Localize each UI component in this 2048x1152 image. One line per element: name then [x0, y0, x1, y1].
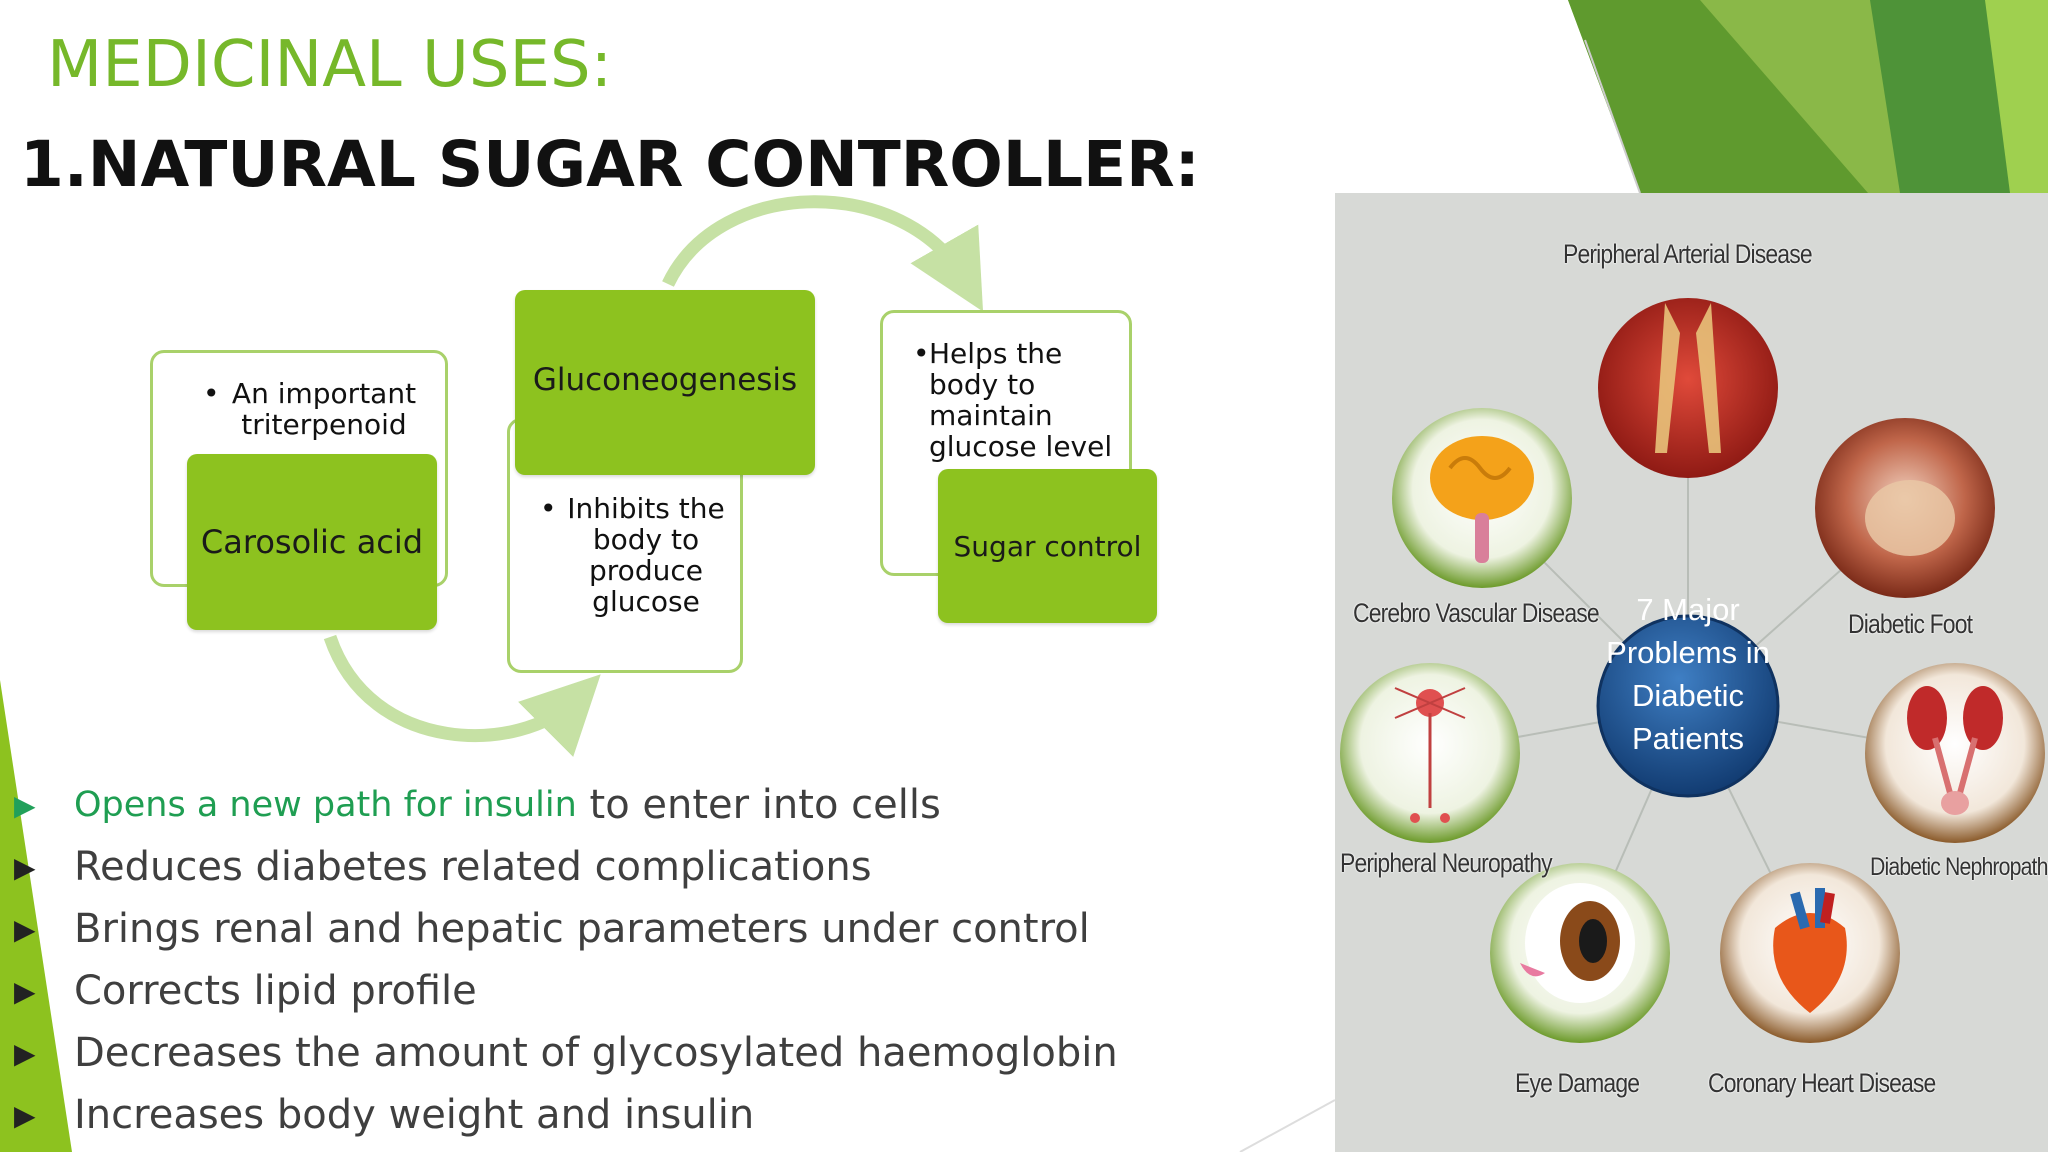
- label-diabetic-foot: Diabetic Foot: [1848, 609, 1973, 639]
- step3-box: Sugar control: [938, 469, 1157, 623]
- center-circle: [1596, 614, 1780, 798]
- step1-box: Carosolic acid: [187, 454, 437, 630]
- heart-icon: [1720, 863, 1900, 1043]
- list-item: ▶ Reduces diabetes related complications: [14, 836, 872, 898]
- label-coronary-heart: Coronary Heart Disease: [1708, 1068, 1936, 1098]
- list-item: ▶ Opens a new path for insulin to enter …: [14, 774, 941, 836]
- step3-note: Helps the body to maintain glucose level: [929, 337, 1113, 463]
- list-item: ▶ Increases body weight and insulin: [14, 1084, 754, 1146]
- arrow-top: [662, 195, 984, 312]
- center-line-4: Patients: [1631, 721, 1744, 756]
- slide-heading: MEDICINAL USES:: [47, 28, 613, 102]
- list-item: ▶ Corrects lipid profile: [14, 960, 477, 1022]
- center-text: 7 Major Problems in Diabetic Patients: [1598, 588, 1778, 760]
- bullet-marker: ▶: [14, 850, 36, 884]
- label-cerebro-vascular: Cerebro Vascular Disease: [1353, 598, 1600, 628]
- step3-label: Sugar control: [953, 529, 1142, 563]
- center-line-3: Diabetic: [1632, 678, 1744, 713]
- slide-subheading: 1.NATURAL SUGAR CONTROLLER:: [20, 128, 1200, 201]
- label-peripheral-arterial: Peripheral Arterial Disease: [1563, 239, 1813, 269]
- neuron-icon: [1340, 663, 1520, 843]
- legs-icon: [1598, 298, 1778, 478]
- bullet-marker: ▶: [14, 1098, 36, 1132]
- infographic-art: [1340, 298, 2045, 1043]
- label-diabetic-nephropathy: Diabetic Nephropathy: [1870, 853, 2048, 881]
- bullet-marker: ▶: [14, 974, 36, 1008]
- foot-icon: [1815, 418, 1995, 598]
- list-item-highlight: Opens a new path for insulin: [74, 785, 577, 825]
- step2-note: Inhibits the body to produce glucose: [567, 492, 725, 618]
- label-peripheral-neuropathy: Peripheral Neuropathy: [1340, 848, 1553, 878]
- list-item-text: Brings renal and hepatic parameters unde…: [74, 906, 1090, 952]
- step1-note: An important triterpenoid: [231, 377, 417, 441]
- step2-box: Gluconeogenesis: [515, 290, 815, 475]
- kidney-icon: [1865, 663, 2045, 843]
- list-item-text: Corrects lipid profile: [74, 968, 477, 1014]
- center-line-1: 7 Major: [1636, 592, 1740, 627]
- list-item: ▶ Brings renal and hepatic parameters un…: [14, 898, 1090, 960]
- list-item-text: to enter into cells: [576, 782, 941, 828]
- list-item: ▶ Decreases the amount of glycosylated h…: [14, 1022, 1118, 1084]
- center-line-2: Problems in: [1606, 635, 1770, 670]
- brain-icon: [1392, 408, 1572, 588]
- bullet-marker: ▶: [14, 1036, 36, 1070]
- list-item-text: Decreases the amount of glycosylated hae…: [74, 1030, 1118, 1076]
- bullet-marker: ▶: [14, 788, 36, 822]
- step2-label: Gluconeogenesis: [532, 362, 798, 398]
- list-item-text: Increases body weight and insulin: [74, 1092, 755, 1138]
- label-eye-damage: Eye Damage: [1515, 1068, 1640, 1098]
- list-item-text: Reduces diabetes related complications: [74, 844, 872, 890]
- diabetes-infographic: 7 Major Problems in Diabetic Patients Pe…: [1335, 193, 2048, 1152]
- arrow-bottom: [323, 634, 601, 757]
- eye-icon: [1490, 863, 1670, 1043]
- process-arrows: [323, 195, 984, 757]
- bullet-marker: ▶: [14, 912, 36, 946]
- step1-label: Carosolic acid: [200, 523, 424, 561]
